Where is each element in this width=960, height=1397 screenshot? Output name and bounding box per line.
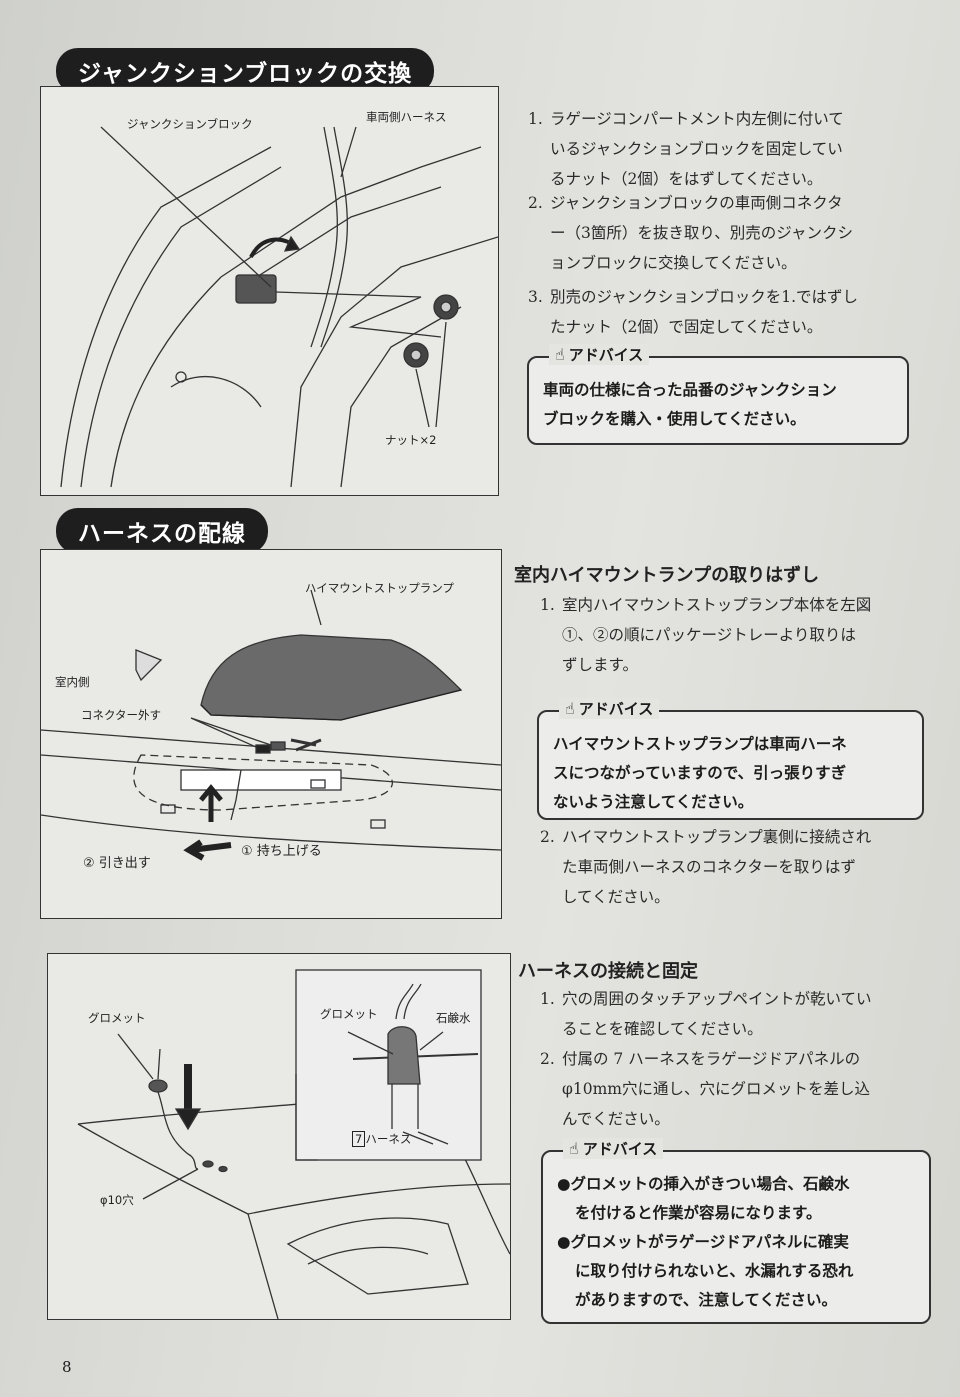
lamp-removal-step-1: 1.室内ハイマウントストップランプ本体を左図 ①、②の順にパッケージトレーより取… [540,596,872,674]
advice-box-2: ☝アドバイス ハイマウントストップランプは車両ハーネ スにつながっていますので、… [537,698,924,820]
pointing-hand-icon: ☝ [569,1139,579,1158]
vehicle-harness-label: 車両側ハーネス [366,110,447,124]
interior-side-label: 室内側 [55,675,90,689]
junction-block-label: ジャンクションブロック [127,117,253,131]
pointing-hand-icon: ☝ [555,345,565,364]
section-title-harness: ハーネスの配線 [56,508,268,554]
lamp-removal-figure: ハイマウントストップランプ 室内側 コネクター外す ① 持ち上げる ② 引き出す [40,549,502,919]
grommet-illustration [77,969,510,1319]
lamp-removal-illustration [41,589,501,861]
lamp-removal-heading: 室内ハイマウントランプの取りはずし [514,565,820,586]
junction-step-1: 1.ラゲージコンパートメント内左側に付いて いるジャンクションブロックを固定して… [528,110,844,188]
pointing-hand-icon: ☝ [565,699,575,718]
junction-block-illustration [60,126,498,488]
grommet-label-left: グロメット [88,1011,146,1025]
junction-step-3: 3.別売のジャンクションブロックを1.ではずし たナット（2個）で固定してくださ… [528,288,859,336]
lamp-label: ハイマウントストップランプ [305,581,454,595]
advice-title-2: ☝アドバイス [559,698,660,719]
junction-step-2: 2.ジャンクションブロックの車両側コネクタ ー（3箇所）を抜き取り、別売のジャン… [528,194,853,272]
nut-label: ナット×2 [385,433,437,447]
connection-heading: ハーネスの接続と固定 [518,961,698,982]
advice-title-3: ☝アドバイス [563,1138,664,1159]
page-number: 8 [62,1358,72,1376]
connection-step-1: 1.穴の周囲のタッチアップペイントが乾いてい ることを確認してください。 [540,990,872,1038]
junction-block-figure: ジャンクションブロック 車両側ハーネス ナット×2 [40,86,499,496]
connection-step-2: 2.付属の 7 ハーネスをラゲージドアパネルの φ10mm穴に通し、穴にグロメッ… [540,1050,870,1128]
advice-box-3: ☝アドバイス ●グロメットの挿入がきつい場合、石鹸水 を付けると作業が容易になり… [541,1138,931,1324]
soap-water-label: 石鹸水 [436,1011,471,1025]
pull-label: ② 引き出す [83,856,151,871]
lamp-removal-step-2: 2.ハイマウントストップランプ裏側に接続され た車両側ハーネスのコネクターを取り… [540,828,872,906]
lift-label: ① 持ち上げる [241,844,322,859]
grommet-label-right: グロメット [320,1007,378,1021]
connector-off-label: コネクター外す [81,708,162,722]
advice-title-1: ☝アドバイス [549,344,650,365]
hole-label: φ10穴 [100,1193,134,1207]
advice-box-1: ☝アドバイス 車両の仕様に合った品番のジャンクション ブロックを購入・使用してく… [527,344,909,445]
